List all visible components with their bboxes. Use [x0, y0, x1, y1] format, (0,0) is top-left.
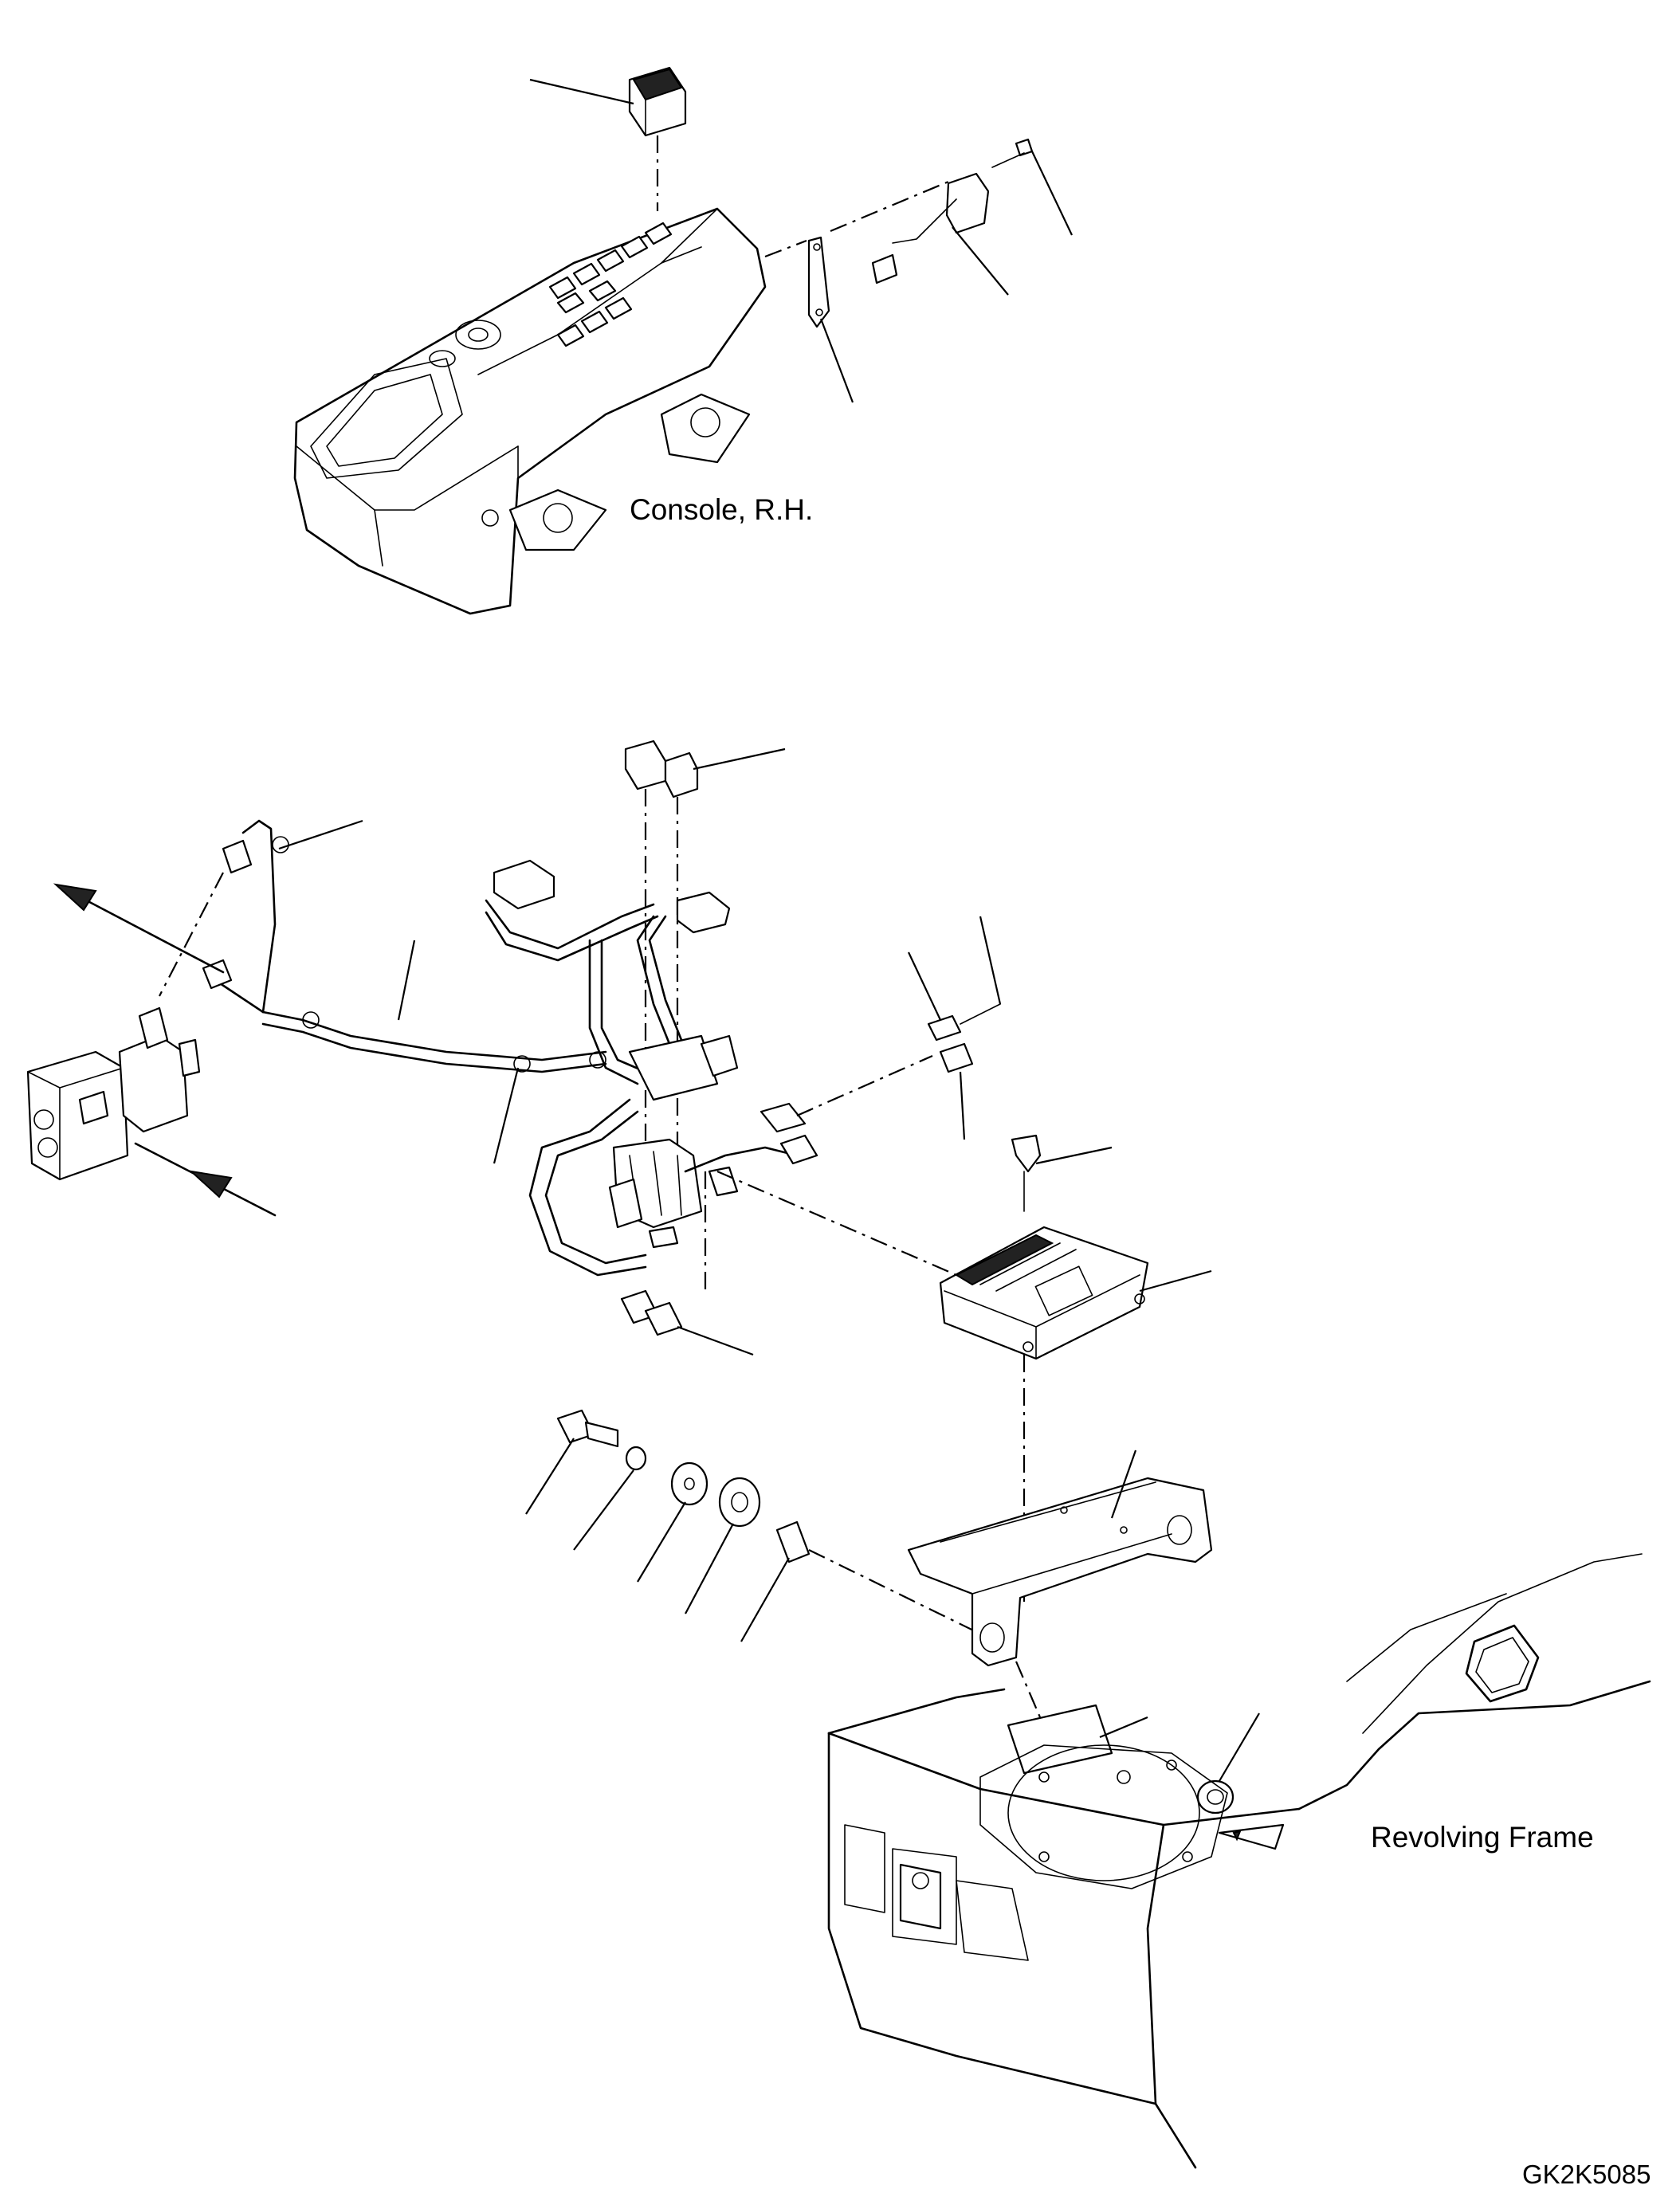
washer-small: [625, 1446, 647, 1471]
harness-left-branch: [202, 819, 607, 1073]
drawing-code: GK2K5085: [1522, 2160, 1651, 2189]
washer-flat: [670, 1461, 709, 1506]
frame-label: Revolving Frame: [1371, 1821, 1594, 1854]
bracket-plate: [807, 236, 830, 328]
spacer-caps: [620, 1289, 683, 1336]
caution-plate: [1007, 1704, 1113, 1775]
direction-arrows: [53, 883, 277, 1217]
console-label: Console, R.H.: [630, 493, 813, 526]
console-rh: [293, 207, 767, 615]
controller-unit: [939, 1226, 1149, 1360]
relay-unit: [871, 172, 990, 284]
rocker-switch: [628, 66, 687, 137]
plug-connectors: [927, 1003, 1001, 1073]
screw-top: [991, 138, 1034, 168]
revolving-frame: [827, 1553, 1651, 2169]
grommet: [1196, 1779, 1234, 1814]
bolt: [556, 1409, 619, 1448]
protective-caps: [624, 740, 699, 798]
wiring-harness: [485, 859, 818, 1277]
rubber-mount: [718, 1477, 761, 1528]
bushing: [775, 1520, 811, 1563]
solenoid-valve: [26, 1006, 201, 1181]
mounting-bracket: [907, 1477, 1213, 1667]
controller-screw: [1011, 1134, 1042, 1212]
